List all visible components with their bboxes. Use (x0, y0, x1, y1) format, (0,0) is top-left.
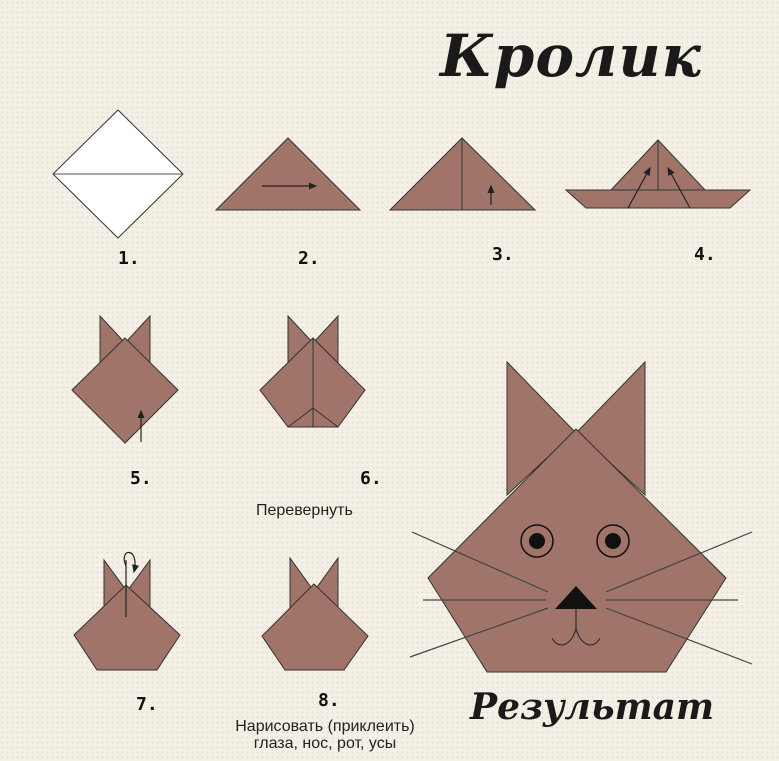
head (428, 429, 726, 672)
step-number: 7. (136, 694, 158, 715)
left-eye (521, 525, 553, 557)
step-3-figure (390, 138, 535, 210)
step-5-figure (72, 316, 178, 443)
step-7-figure (74, 552, 180, 670)
right-eye (597, 525, 629, 557)
result-rabbit-figure (410, 362, 752, 672)
step-8-figure (262, 558, 368, 670)
step-number: 3. (492, 244, 514, 265)
step-number: 4. (694, 244, 716, 265)
draw-face-note-line2: глаза, нос, рот, усы (200, 735, 450, 752)
step-number: 8. (318, 690, 340, 711)
step-number: 6. (360, 468, 382, 489)
step-number: 1. (118, 248, 140, 269)
step-number: 5. (130, 468, 152, 489)
flip-note: Перевернуть (256, 502, 353, 519)
step-4-figure (566, 140, 750, 208)
step-1-figure (53, 110, 183, 238)
step-2-figure (216, 138, 360, 210)
draw-face-note-line1: Нарисовать (приклеить) (200, 718, 450, 735)
result-label: Результат (470, 686, 714, 728)
step-6-figure (260, 316, 365, 427)
step-number: 2. (298, 248, 320, 269)
